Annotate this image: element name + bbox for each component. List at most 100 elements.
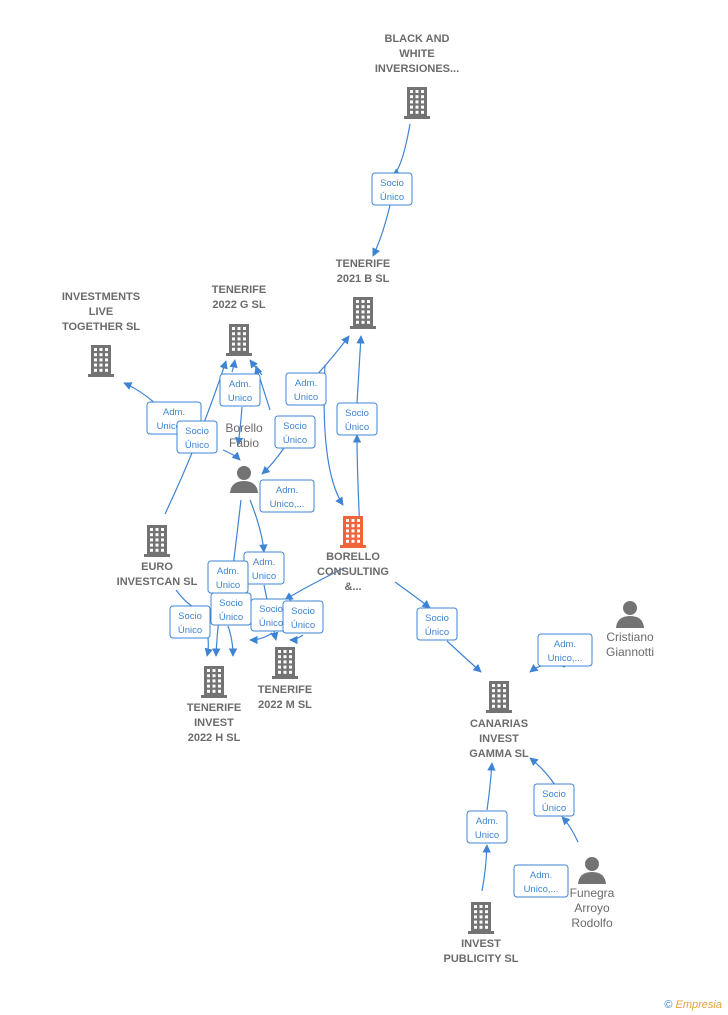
relation-edge <box>227 625 238 657</box>
relation-edge <box>289 634 304 645</box>
node-label-line: INVESTMENTS <box>62 291 140 303</box>
relation-text: Adm. <box>163 407 185 418</box>
node-label-line: TENERIFE <box>258 684 312 696</box>
company-node-euro[interactable]: EURO INVESTCAN SL <box>117 525 198 588</box>
node-label-line: 2021 B SL <box>337 273 390 285</box>
relation-text: Socio <box>259 604 283 615</box>
node-label-line: CANARIAS <box>470 718 528 730</box>
relation-edge <box>204 637 213 657</box>
relation-text: Adm. <box>276 485 298 496</box>
node-label-line: TENERIFE <box>187 702 241 714</box>
relation-text: Adm. <box>217 566 239 577</box>
brand-name: Empresia <box>675 999 722 1011</box>
relation-edge <box>391 123 411 177</box>
relation-text: Socio <box>291 606 315 617</box>
relation-text: Socio <box>425 613 449 624</box>
company-node-borello[interactable]: BORELLOCONSULTING&... <box>317 516 389 593</box>
node-label-line: TOGETHER SL <box>62 321 140 333</box>
relation-label-r16[interactable]: Adm. Unico,... <box>537 633 593 667</box>
relation-edge <box>229 359 238 373</box>
relation-text: Socio <box>542 789 566 800</box>
relation-edge <box>261 447 285 475</box>
company-node-bw[interactable]: BLACK ANDWHITEINVERSIONES... <box>375 33 459 119</box>
relation-text: Único <box>542 803 566 814</box>
relation-edge <box>234 406 244 446</box>
relation-text: Socio <box>380 178 404 189</box>
relation-text: Único <box>185 440 209 451</box>
relation-edge <box>123 382 157 405</box>
copyright-icon: © <box>664 999 673 1011</box>
relation-text: Unico,... <box>270 499 305 510</box>
relation-text: Socio <box>219 598 243 609</box>
node-label-line: Giannotti <box>606 645 654 659</box>
relation-label-r2[interactable]: Adm.Unico <box>285 372 327 406</box>
relation-edge <box>284 567 345 601</box>
building-icon <box>201 666 227 698</box>
relations-layer: SocioÚnicoAdm.UnicoSocioÚnicoAdm.UnicoAd… <box>146 172 593 898</box>
building-icon <box>226 324 252 356</box>
relation-edge <box>446 640 482 673</box>
node-label-line: &... <box>344 581 361 593</box>
footer-brand[interactable]: © Empresia <box>664 999 722 1011</box>
relation-text: Único <box>291 620 315 631</box>
relation-text: Único <box>425 627 449 638</box>
node-label-line: 2022 G SL <box>212 299 265 311</box>
relation-text: Unico,... <box>548 653 583 664</box>
person-icon <box>616 601 644 628</box>
relation-text: Socio <box>345 408 369 419</box>
relation-text: Unico <box>216 580 240 591</box>
relation-text: Unico,... <box>524 884 559 895</box>
node-label-line: INVESTCAN SL <box>117 576 198 588</box>
node-label-line: 2022 H SL <box>188 732 241 744</box>
node-label-line: INVEST <box>479 733 519 745</box>
node-label-line: Arroyo <box>574 901 610 915</box>
node-label-line: Borello <box>225 421 263 435</box>
relation-label-r10[interactable]: Adm. Unico <box>207 560 249 594</box>
edges-layer <box>123 123 579 892</box>
relation-label-r8[interactable]: Adm. Unico,... <box>259 479 315 513</box>
relation-text: Unico <box>252 571 276 582</box>
relation-edge <box>561 816 579 843</box>
relation-label-r9[interactable]: Adm.Unico <box>243 551 285 585</box>
node-label-line: EURO <box>141 561 173 573</box>
building-icon <box>468 902 494 934</box>
relation-text: Unico <box>228 393 252 404</box>
node-label-line: INVERSIONES... <box>375 63 459 75</box>
node-label-line: GAMMA SL <box>469 748 529 760</box>
node-label-line: Funegra <box>570 886 615 900</box>
relation-text: Adm. <box>295 378 317 389</box>
relation-edge <box>222 449 241 461</box>
company-node-cig[interactable]: CANARIAS INVEST GAMMA SL <box>469 681 529 760</box>
relation-text: Único <box>219 612 243 623</box>
building-icon <box>88 345 114 377</box>
node-label-line: BORELLO <box>326 551 380 563</box>
relation-text: Adm. <box>554 639 576 650</box>
relation-label-r18[interactable]: Adm.Unico <box>466 810 508 844</box>
relation-edge <box>356 335 365 404</box>
relation-label-r4[interactable]: Adm. Unico <box>219 373 261 407</box>
relation-text: Adm. <box>476 816 498 827</box>
relation-label-r19[interactable]: Adm.Unico,... <box>513 864 569 898</box>
node-label-line: BLACK AND <box>385 33 450 45</box>
relation-edge <box>394 581 431 609</box>
relation-edge <box>249 499 268 553</box>
relation-text: Adm. <box>229 379 251 390</box>
